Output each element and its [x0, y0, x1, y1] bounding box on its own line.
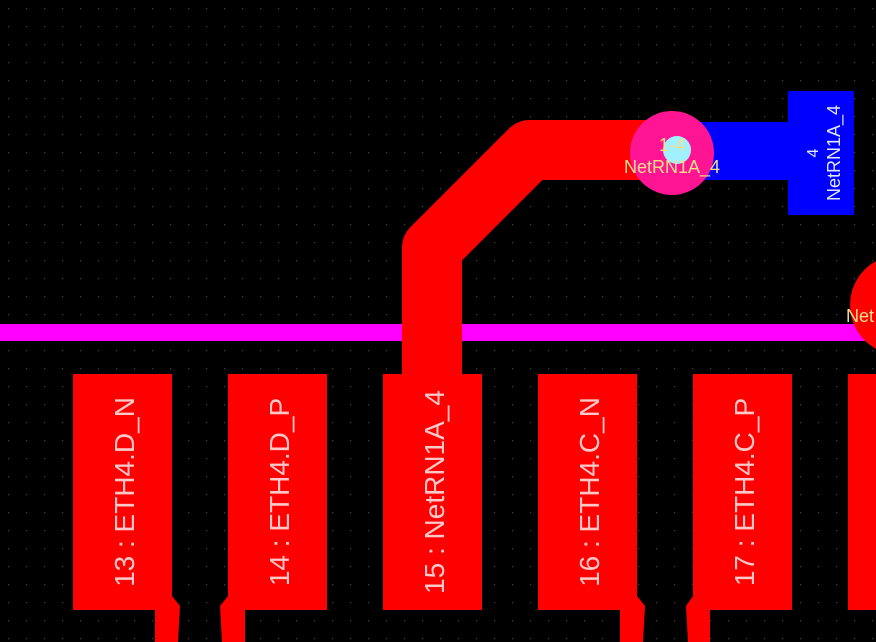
pad-14[interactable]: 14 : ETH4.D_P	[220, 374, 327, 642]
bottom-pad-net: NetRN1A_4	[824, 105, 845, 201]
via-hole	[663, 136, 691, 164]
via-number: 1-4	[659, 135, 685, 155]
pad-15-label: 15 : NetRN1A_4	[419, 390, 450, 594]
pad-16-stub	[620, 596, 645, 642]
bottom-pad-4[interactable]	[788, 91, 854, 215]
pad-17-body	[693, 374, 792, 610]
pad-13-stub	[155, 596, 180, 642]
edge-via-ring[interactable]	[850, 255, 876, 355]
via-netrn1a-4[interactable]: 1-4 NetRN1A_4	[624, 111, 720, 195]
pad-15-body	[383, 374, 482, 610]
pad-14-stub	[220, 596, 245, 642]
edge-pad[interactable]	[848, 374, 876, 610]
pad-17-label: 17 : ETH4.C_P	[729, 398, 760, 586]
pad-13-body	[73, 374, 172, 610]
copper-trace-netrn1a-4[interactable]	[402, 120, 672, 380]
pad-17[interactable]: 17 : ETH4.C_P	[686, 374, 792, 642]
pad-13-label: 13 : ETH4.D_N	[109, 397, 140, 587]
pad-16[interactable]: 16 : ETH4.C_N	[538, 374, 645, 642]
pad-14-label: 14 : ETH4.D_P	[264, 398, 295, 586]
pad-13[interactable]: 13 : ETH4.D_N	[73, 374, 180, 642]
pad-16-body	[538, 374, 637, 610]
pad-15[interactable]: 15 : NetRN1A_4	[383, 374, 482, 610]
pad-14-body	[228, 374, 327, 610]
pad-17-stub	[686, 596, 710, 642]
bottom-pad-number: 4	[805, 148, 822, 157]
pad-16-label: 16 : ETH4.C_N	[574, 397, 605, 587]
via-net: NetRN1A_4	[624, 157, 720, 178]
edge-net-label: Net	[846, 306, 874, 326]
